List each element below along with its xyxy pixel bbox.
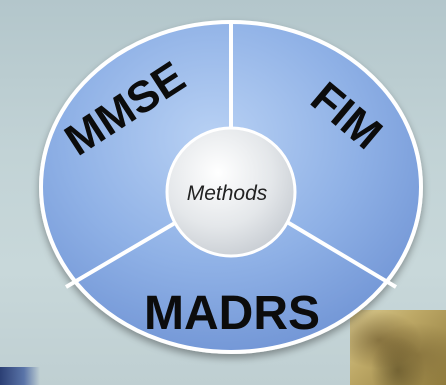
center-hub [165,126,297,258]
background-strip [0,367,40,385]
center-label: Methods [187,182,268,205]
background-photo [350,310,446,385]
divider-left [64,211,194,289]
segment-label-madrs: MADRS [144,287,320,340]
divider-right [270,211,398,289]
